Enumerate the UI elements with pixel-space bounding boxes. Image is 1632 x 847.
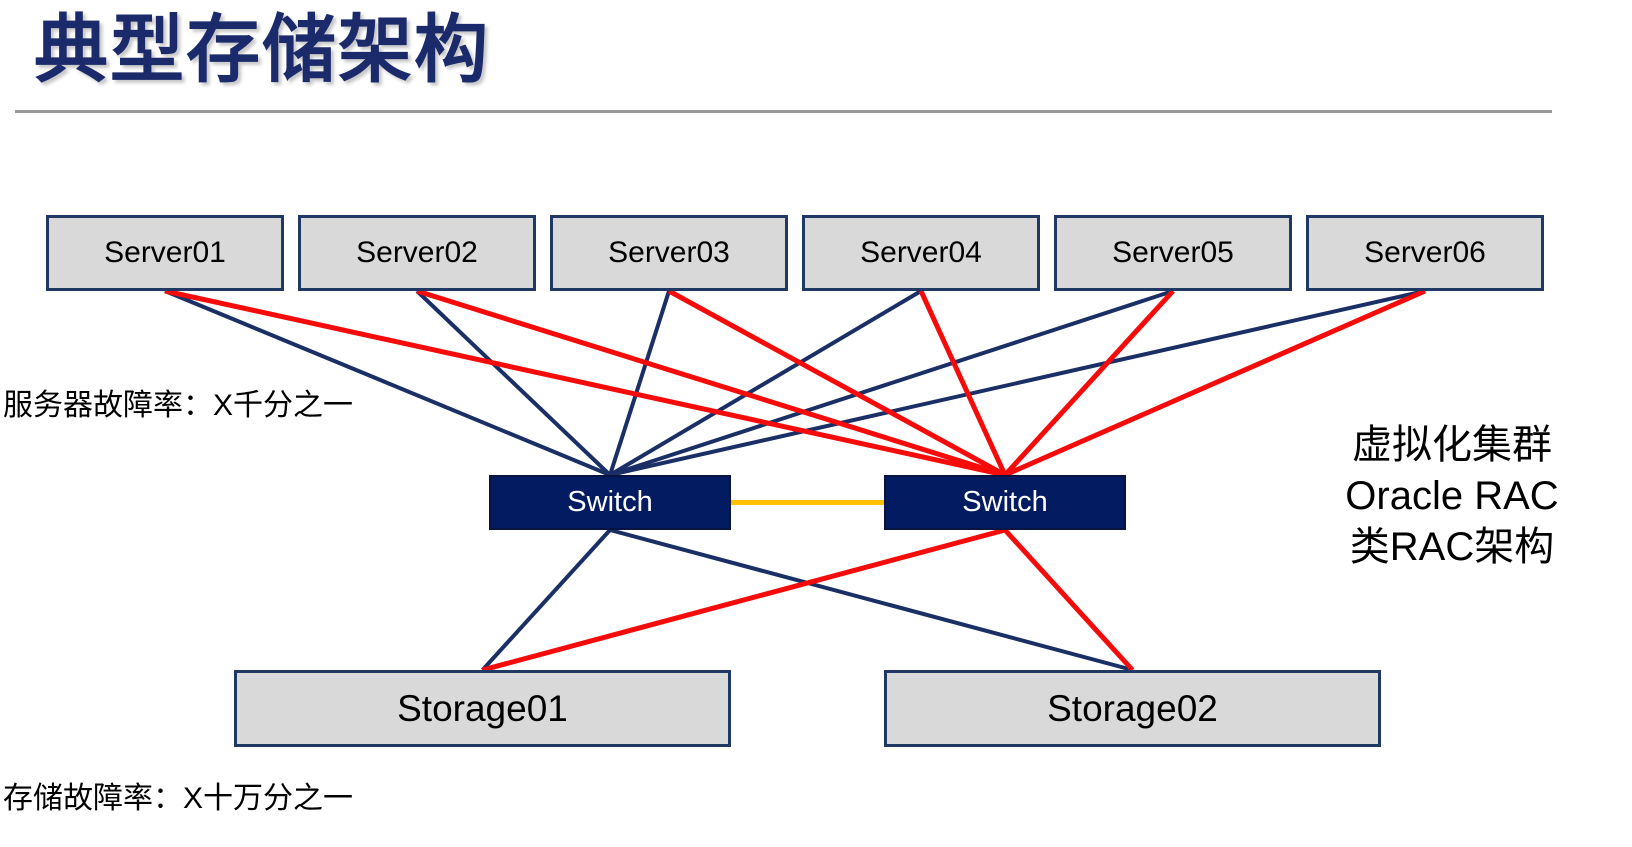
server02-label: Server02: [356, 236, 478, 269]
storage02-label: Storage02: [1047, 687, 1218, 729]
switch-right-box: Switch: [884, 475, 1126, 530]
switch-left-label: Switch: [567, 486, 653, 518]
server01-box: Server01: [46, 215, 284, 291]
server03-box: Server03: [550, 215, 788, 291]
server05-label: Server05: [1112, 236, 1234, 269]
switch-right-label: Switch: [962, 486, 1048, 518]
server04-label: Server04: [860, 236, 982, 269]
server04-box: Server04: [802, 215, 1040, 291]
server02-box: Server02: [298, 215, 536, 291]
storage02-box: Storage02: [884, 670, 1381, 747]
annotation-line-1: 虚拟化集群: [1352, 423, 1552, 467]
server-failure-rate-label: 服务器故障率：X千分之一: [3, 389, 354, 422]
server01-label: Server01: [104, 236, 226, 269]
page-title: 典型存储架构: [34, 8, 490, 91]
cluster-annotation: 虚拟化集群 Oracle RAC 类RAC架构: [1327, 420, 1577, 573]
server06-box: Server06: [1306, 215, 1544, 291]
annotation-line-2: Oracle RAC: [1345, 474, 1559, 518]
annotation-line-3: 类RAC架构: [1349, 525, 1555, 569]
server05-box: Server05: [1054, 215, 1292, 291]
storage01-label: Storage01: [397, 687, 568, 729]
storage01-box: Storage01: [234, 670, 731, 747]
storage-failure-rate-label: 存储故障率：X十万分之一: [3, 782, 354, 815]
switch-left-box: Switch: [489, 475, 731, 530]
server03-label: Server03: [608, 236, 730, 269]
server06-label: Server06: [1364, 236, 1486, 269]
title-divider: [15, 110, 1552, 113]
